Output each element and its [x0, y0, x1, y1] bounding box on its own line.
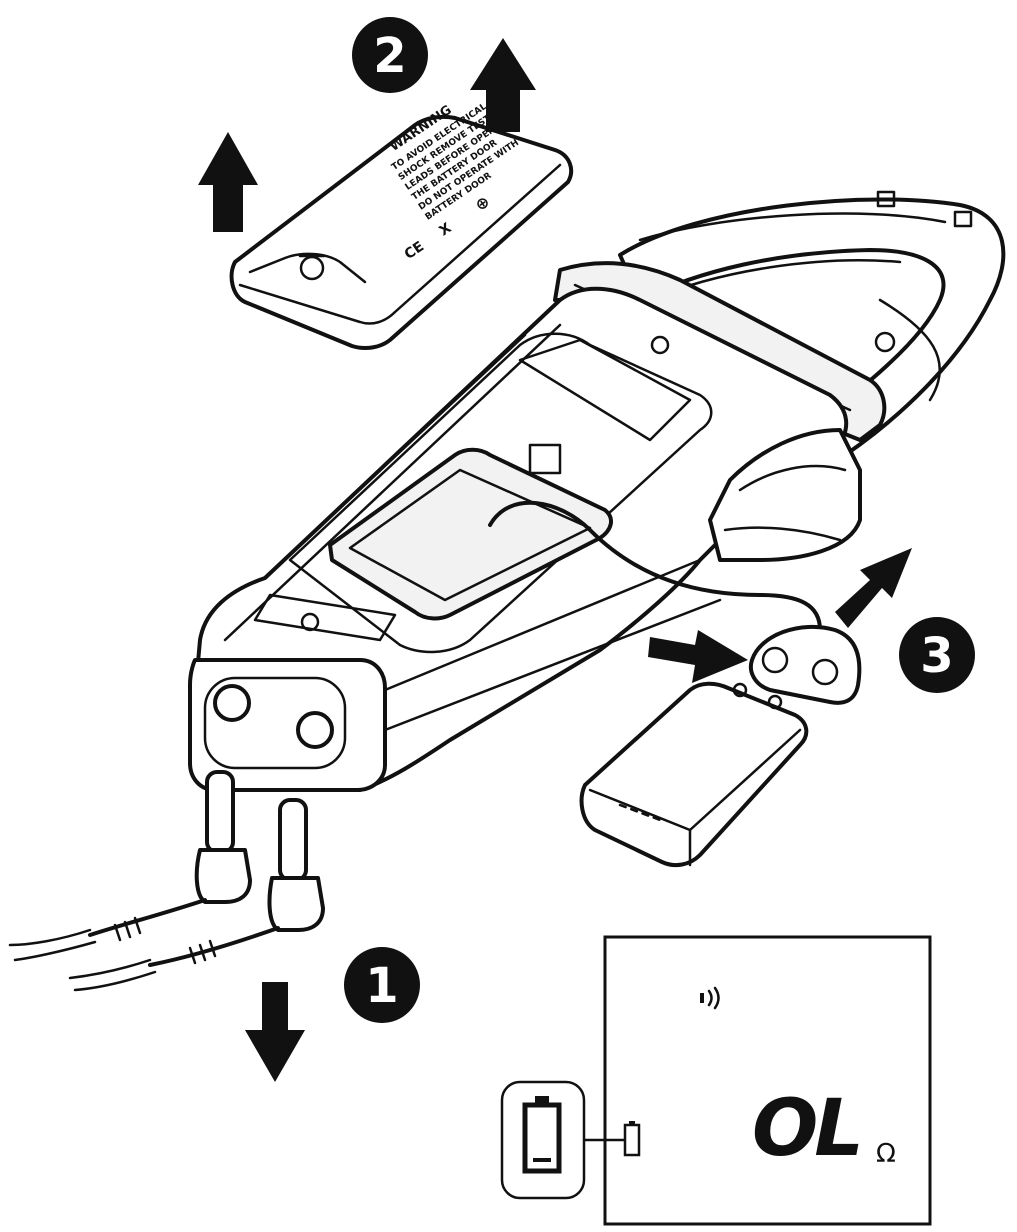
direction-arrows — [198, 38, 912, 1082]
step-number: 2 — [373, 28, 406, 84]
test-lead-plug-right — [278, 798, 308, 882]
step-badge-3: 3 — [899, 617, 975, 693]
lcd-display: OL Ω — [584, 935, 932, 1226]
step-badge-1: 1 — [344, 947, 420, 1023]
arrow-up-icon — [198, 132, 258, 232]
arrow-right-icon — [648, 630, 748, 683]
lcd-reading: OL — [752, 1084, 860, 1174]
test-leads — [8, 770, 325, 992]
step-badge-2: 2 — [352, 17, 428, 93]
low-battery-icon — [623, 1123, 641, 1157]
clamp-meter — [188, 190, 1006, 792]
test-lead-plug-left — [205, 770, 235, 854]
battery-9v — [579, 681, 809, 868]
step-number: 1 — [365, 958, 398, 1014]
input-jack-right — [296, 711, 334, 749]
arrow-up-right-icon — [835, 548, 912, 628]
battery-indicator-callout — [500, 1080, 586, 1200]
battery-wire — [488, 500, 822, 632]
arrow-up-icon — [470, 38, 536, 132]
step-number: 3 — [920, 628, 953, 684]
battery-cover: WARNING TO AVOID ELECTRICAL SHOCK REMOVE… — [229, 102, 574, 350]
battery-snap — [749, 624, 862, 705]
battery-connector — [488, 500, 862, 705]
input-jack-left — [213, 684, 251, 722]
lcd-unit: Ω — [876, 1139, 896, 1169]
continuity-beep-icon — [700, 986, 720, 1010]
arrow-down-icon — [245, 982, 305, 1082]
